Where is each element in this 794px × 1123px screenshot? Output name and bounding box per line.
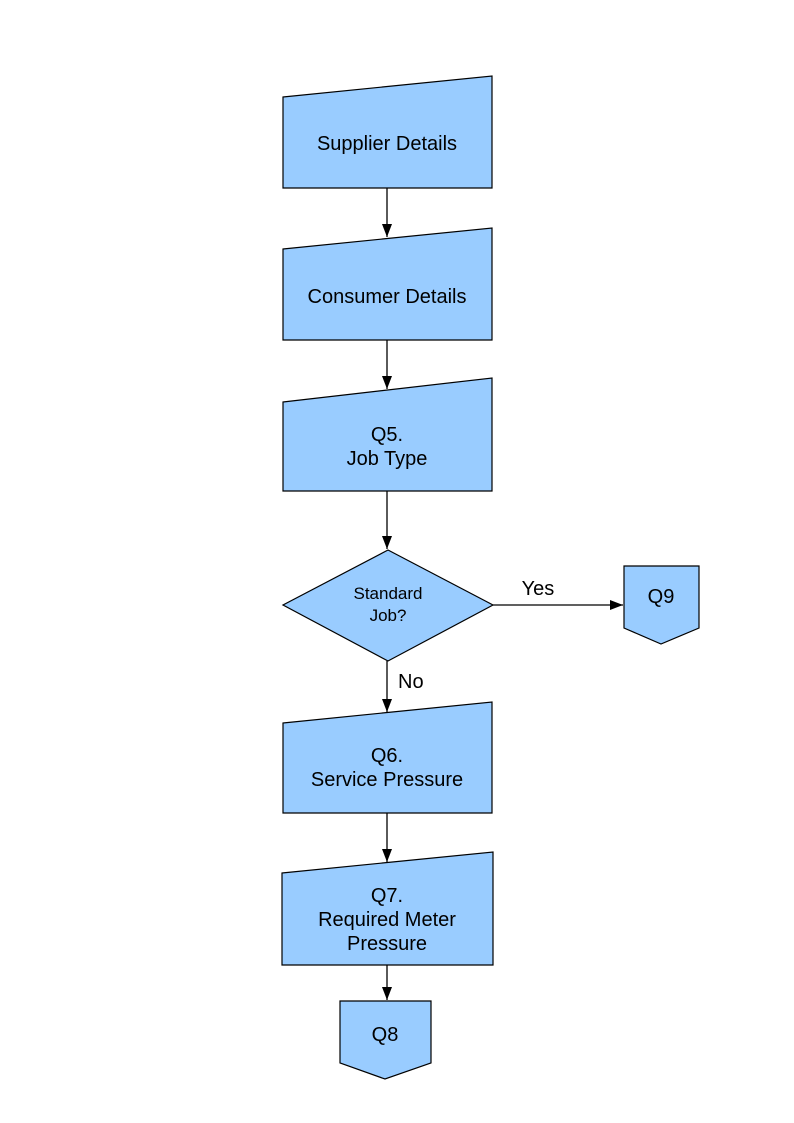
node-q5-job-type: Q5. Job Type [282,377,493,492]
node-standard-job-decision: Standard Job? [281,549,495,662]
decision-label-line1: Standard [354,584,423,603]
q7-label-line3: Pressure [347,933,427,955]
edge-label-no: No [398,671,424,693]
q7-label-line2: Required Meter [318,909,456,931]
node-consumer-details: Consumer Details [282,227,493,341]
node-q9-connector: Q9 [623,565,700,645]
consumer-details-shape [282,227,493,341]
edge-label-yes: Yes [522,578,555,600]
node-q6-service-pressure: Q6. Service Pressure [282,701,493,814]
q9-label: Q9 [648,586,675,608]
q9-connector-shape [623,565,700,645]
q6-label-line1: Q6. [371,745,403,767]
q7-required-meter-pressure-shape [281,851,494,966]
supplier-details-shape [282,75,493,189]
q7-label-line1: Q7. [371,885,403,907]
node-q8-connector: Q8 [339,1000,432,1080]
q8-connector-shape [339,1000,432,1080]
supplier-details-label: Supplier Details [317,133,457,155]
consumer-details-label: Consumer Details [308,286,467,308]
q6-service-pressure-shape [282,701,493,814]
node-supplier-details: Supplier Details [282,75,493,189]
standard-job-decision-shape [281,549,495,662]
q5-label-line1: Q5. [371,424,403,446]
connectors: Yes No [382,188,623,1000]
node-q7-required-meter-pressure: Q7. Required Meter Pressure [281,851,494,966]
q5-job-type-shape [282,377,493,492]
q8-label: Q8 [372,1024,399,1046]
decision-label-line2: Job? [370,606,407,625]
q6-label-line2: Service Pressure [311,769,463,791]
q5-label-line2: Job Type [347,448,428,470]
